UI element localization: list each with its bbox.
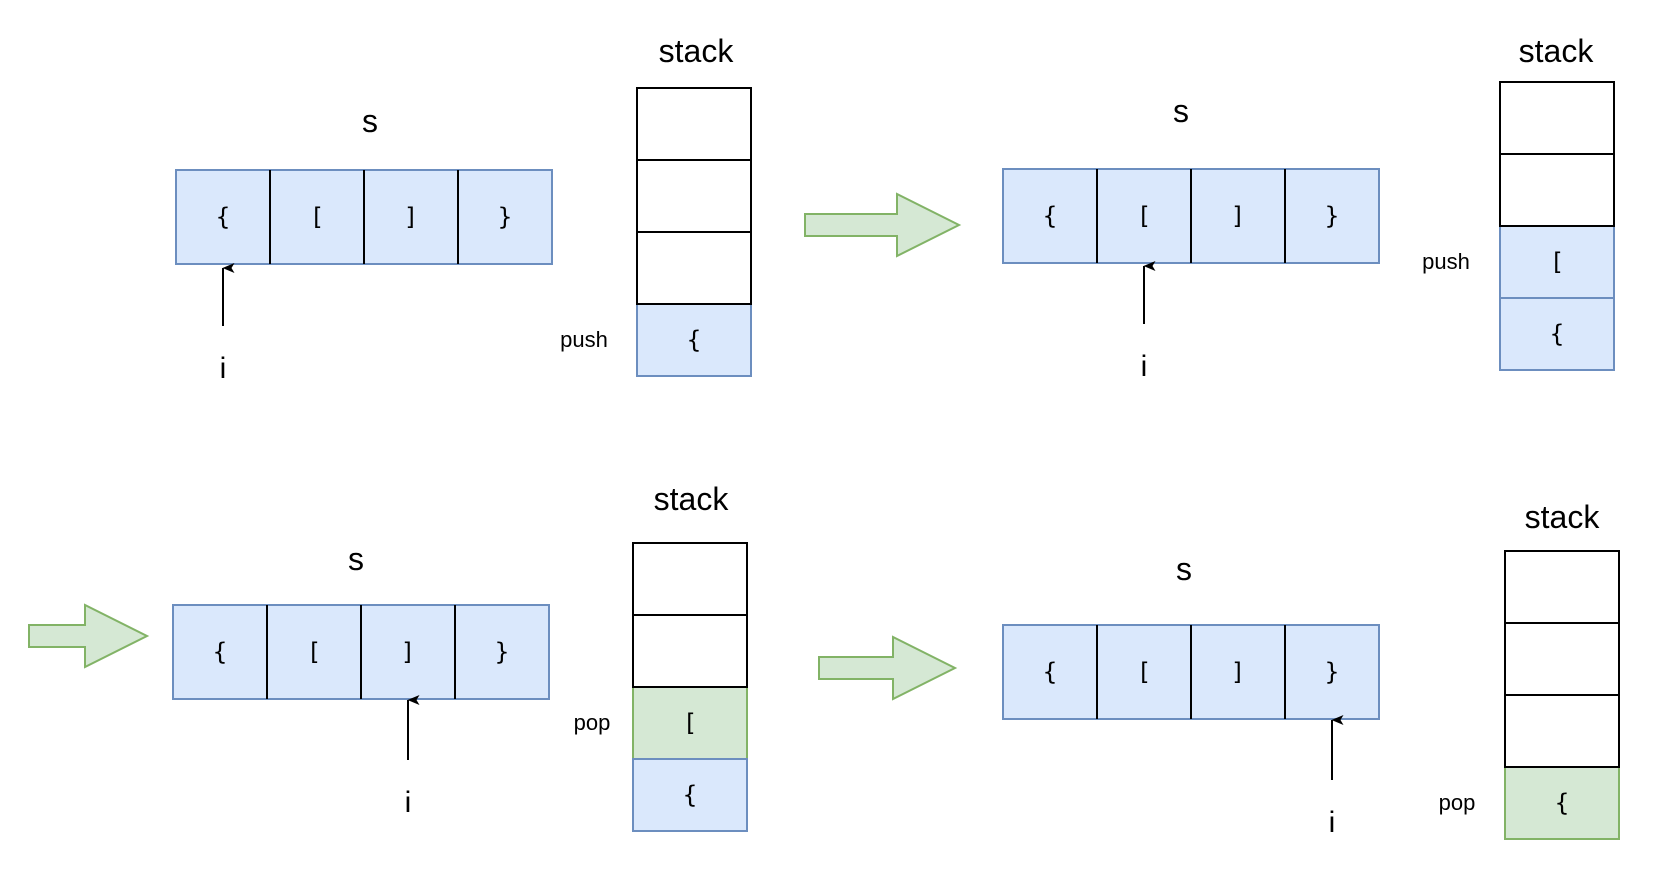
stack-slot-filled: [1499, 297, 1615, 371]
stack-slot-empty: [632, 542, 748, 616]
string-cell: [: [307, 638, 321, 666]
stack-label: stack: [659, 33, 735, 69]
string-cell: ]: [404, 203, 418, 231]
stack-slot-filled: [632, 758, 748, 832]
stack-slot-empty: [636, 87, 752, 161]
string-cell: }: [498, 203, 512, 231]
stack-slot-empty: [632, 614, 748, 688]
stack-op-label: pop: [574, 710, 611, 735]
stack-label: stack: [1519, 33, 1595, 69]
stack-slot-border: [636, 231, 752, 305]
transition-arrow-1: [804, 192, 962, 258]
panel-1: s { []} i stack { push: [175, 33, 752, 385]
stack-box: {: [1504, 550, 1620, 840]
transition-arrow-2: [28, 603, 150, 669]
string-cell: }: [1325, 658, 1339, 686]
string-cell: [: [1137, 658, 1151, 686]
string-cell: ]: [1231, 658, 1245, 686]
stack-slot-empty: [1504, 694, 1620, 768]
string-array: { []}: [175, 169, 553, 265]
stack-slot-value: {: [687, 326, 701, 354]
stack-slot-empty: [1504, 622, 1620, 696]
string-array: { []}: [172, 604, 550, 700]
stack-slot-empty: [636, 231, 752, 305]
string-cell: ]: [1231, 202, 1245, 230]
string-cell: [: [1137, 202, 1151, 230]
string-cell: [: [310, 203, 324, 231]
stack-slot-value: [: [683, 709, 697, 737]
string-label: s: [1173, 93, 1189, 129]
string-array: { []}: [1002, 624, 1380, 720]
stack-box: [{: [1499, 81, 1615, 371]
stack-slot-border: [1499, 153, 1615, 227]
string-label: s: [1176, 551, 1192, 587]
stack-slot-value: [: [1550, 248, 1564, 276]
stack-slot-value: {: [683, 781, 697, 809]
pointer-label: i: [405, 786, 412, 819]
stack-slot-empty: [636, 159, 752, 233]
stack-slot-empty: [1499, 153, 1615, 227]
string-array: { []}: [1002, 168, 1380, 264]
stack-box: [{: [632, 542, 748, 832]
string-cell: {: [213, 638, 227, 666]
stack-slot-border: [1504, 694, 1620, 768]
stack-slot-empty: [1504, 550, 1620, 624]
stack-slot-filled: [636, 303, 752, 377]
panel-4: s { []} i stack { pop: [1002, 499, 1620, 840]
stack-box: {: [636, 87, 752, 377]
stack-slot-value: {: [1550, 320, 1564, 348]
string-cell: {: [1043, 658, 1057, 686]
string-cell: {: [216, 203, 230, 231]
stack-slot-border: [632, 614, 748, 688]
string-cell: }: [495, 638, 509, 666]
pointer-label: i: [1329, 806, 1336, 839]
transition-arrow-3: [818, 635, 958, 701]
string-label: s: [362, 103, 378, 139]
stack-op-label: push: [560, 327, 608, 352]
stack-slot-popped: [632, 686, 748, 760]
stack-label: stack: [1525, 499, 1601, 535]
stack-op-label: push: [1422, 249, 1470, 274]
string-cell: {: [1043, 202, 1057, 230]
string-label: s: [348, 541, 364, 577]
stack-label: stack: [654, 481, 730, 517]
string-cell: ]: [401, 638, 415, 666]
string-cell: }: [1325, 202, 1339, 230]
stack-slot-empty: [1499, 81, 1615, 155]
pointer-label: i: [220, 352, 227, 385]
stack-op-label: pop: [1439, 790, 1476, 815]
stack-slot-value: {: [1555, 789, 1569, 817]
pointer-label: i: [1141, 350, 1148, 383]
